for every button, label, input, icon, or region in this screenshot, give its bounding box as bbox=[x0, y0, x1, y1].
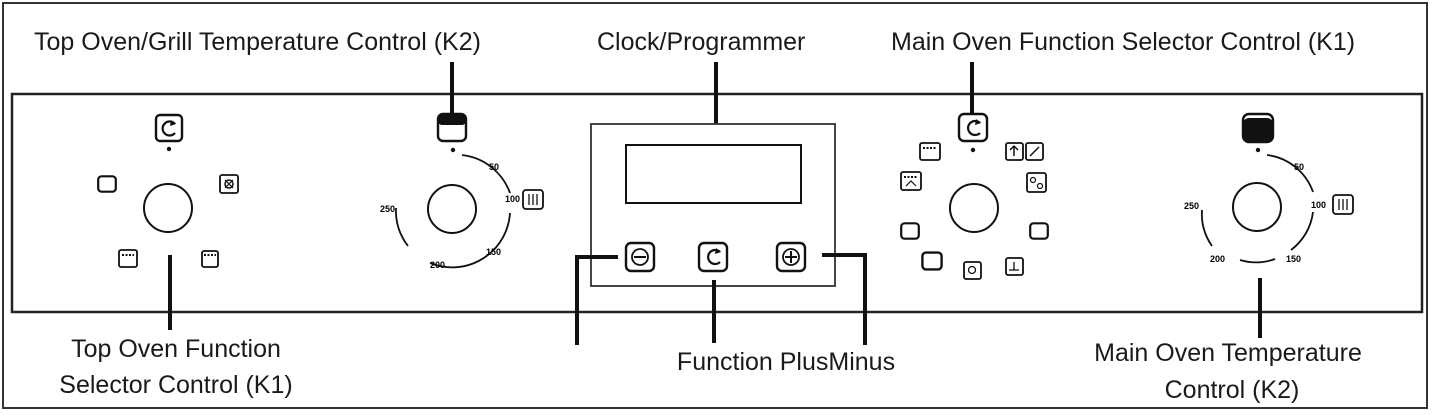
scale-label: 250 bbox=[1184, 201, 1199, 211]
label-clock-programmer: Clock/Programmer bbox=[597, 28, 806, 56]
diagram-frame bbox=[2, 2, 1428, 409]
oven-mode-icon bbox=[97, 175, 117, 193]
fan-icon bbox=[219, 174, 239, 194]
label-main-oven-temperature-line1: Main Oven Temperature bbox=[1094, 339, 1362, 367]
scale-label: 50 bbox=[1294, 162, 1304, 172]
grill-icon bbox=[900, 171, 922, 191]
top-oven-function-selector bbox=[97, 113, 239, 330]
leader-line bbox=[822, 253, 867, 345]
label-main-oven-function-selector: Main Oven Function Selector Control (K1) bbox=[891, 28, 1356, 56]
scale-label: 250 bbox=[380, 204, 395, 214]
defrost-icon bbox=[1005, 257, 1024, 276]
top-heat-icon bbox=[201, 250, 219, 268]
oven-mode-icon bbox=[921, 251, 943, 271]
scale-label: 200 bbox=[430, 260, 445, 270]
pizza-icon bbox=[963, 261, 982, 280]
thermometer-icon bbox=[1241, 112, 1275, 144]
scale-label: 150 bbox=[1286, 254, 1301, 264]
fan-icon bbox=[1026, 172, 1047, 193]
thermometer-icon bbox=[436, 112, 468, 143]
top-oven-function-knob[interactable] bbox=[143, 183, 193, 233]
leader-line bbox=[575, 255, 618, 345]
function-button[interactable] bbox=[697, 241, 729, 273]
top-oven-temperature-knob[interactable] bbox=[427, 184, 477, 234]
main-oven-temperature-knob[interactable] bbox=[1232, 182, 1282, 232]
main-oven-function-knob[interactable] bbox=[949, 183, 999, 233]
label-top-oven-function-line1: Top Oven Function bbox=[71, 335, 281, 363]
marker-dot bbox=[166, 146, 172, 152]
grill-icon bbox=[118, 249, 138, 268]
marker-dot bbox=[450, 147, 456, 153]
scale-label: 50 bbox=[489, 162, 499, 172]
marker-dot bbox=[1255, 147, 1261, 153]
oven-mode-icon bbox=[1029, 222, 1049, 240]
plus-icon bbox=[782, 248, 800, 266]
clock-programmer bbox=[575, 62, 867, 345]
label-main-oven-temperature-line2: Control (K2) bbox=[1164, 376, 1300, 404]
top-oven-temperature-control: 50 100 150 200 250 bbox=[380, 62, 544, 270]
plus-button[interactable] bbox=[775, 241, 807, 273]
marker-dot bbox=[970, 147, 976, 153]
refresh-icon bbox=[154, 113, 184, 143]
display-screen bbox=[625, 144, 802, 204]
pencil-icon bbox=[1025, 142, 1044, 161]
scale-label: 100 bbox=[505, 194, 520, 204]
grill-icon bbox=[919, 142, 941, 161]
main-oven-function-selector bbox=[900, 62, 1049, 280]
scale-label: 150 bbox=[486, 247, 501, 257]
oven-mode-icon bbox=[900, 222, 920, 240]
main-oven-temperature-control: 50 100 150 200 250 bbox=[1184, 112, 1354, 338]
label-top-oven-function-line2: Selector Control (K1) bbox=[59, 371, 293, 399]
scale-label: 200 bbox=[1210, 254, 1225, 264]
minus-button[interactable] bbox=[624, 241, 656, 273]
label-top-oven-temperature-control: Top Oven/Grill Temperature Control (K2) bbox=[34, 28, 481, 56]
label-function-plusminus: Function PlusMinus bbox=[676, 348, 896, 376]
scale-label: 100 bbox=[1311, 200, 1326, 210]
defrost-icon bbox=[1332, 194, 1354, 215]
top-heat-icon bbox=[1005, 142, 1024, 161]
refresh-icon bbox=[707, 248, 721, 266]
defrost-icon bbox=[522, 189, 544, 210]
minus-icon bbox=[631, 248, 649, 266]
refresh-icon bbox=[957, 112, 989, 143]
